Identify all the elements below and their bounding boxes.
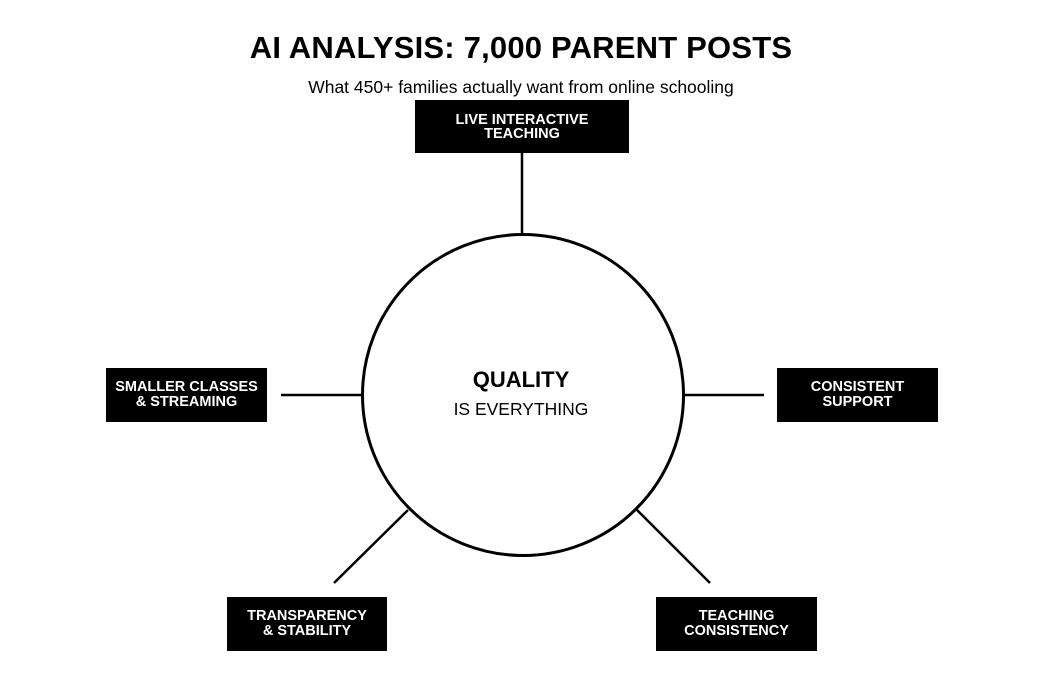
- node-label-line2: & STREAMING: [135, 394, 238, 410]
- node-teaching-consistency: TEACHING CONSISTENCY: [656, 597, 817, 651]
- node-label-line1: TRANSPARENCY: [247, 608, 367, 624]
- node-live-interactive-teaching: LIVE INTERACTIVE TEACHING: [415, 100, 629, 153]
- connector-bottom-right: [636, 509, 711, 584]
- node-label-line1: SMALLER CLASSES: [115, 379, 258, 395]
- node-label-line2: & STABILITY: [262, 623, 352, 639]
- connector-bottom-left: [333, 509, 409, 584]
- node-label-line1: LIVE INTERACTIVE: [455, 111, 589, 128]
- hub-title: QUALITY: [472, 367, 570, 392]
- node-label-line1: TEACHING: [698, 608, 775, 624]
- node-label-line2: TEACHING: [484, 125, 560, 142]
- page-subtitle: What 450+ families actually want from on…: [308, 77, 734, 97]
- node-smaller-classes-streaming: SMALLER CLASSES & STREAMING: [106, 368, 267, 422]
- node-consistent-support: CONSISTENT SUPPORT: [777, 368, 938, 422]
- hub-circle: [361, 233, 685, 557]
- node-label-line2: SUPPORT: [822, 394, 893, 410]
- hub-subtitle: IS EVERYTHING: [453, 399, 589, 419]
- node-label-line1: CONSISTENT: [810, 379, 905, 395]
- page-title: AI ANALYSIS: 7,000 PARENT POSTS: [249, 30, 793, 65]
- node-transparency-stability: TRANSPARENCY & STABILITY: [227, 597, 387, 651]
- node-label-line2: CONSISTENCY: [684, 623, 789, 639]
